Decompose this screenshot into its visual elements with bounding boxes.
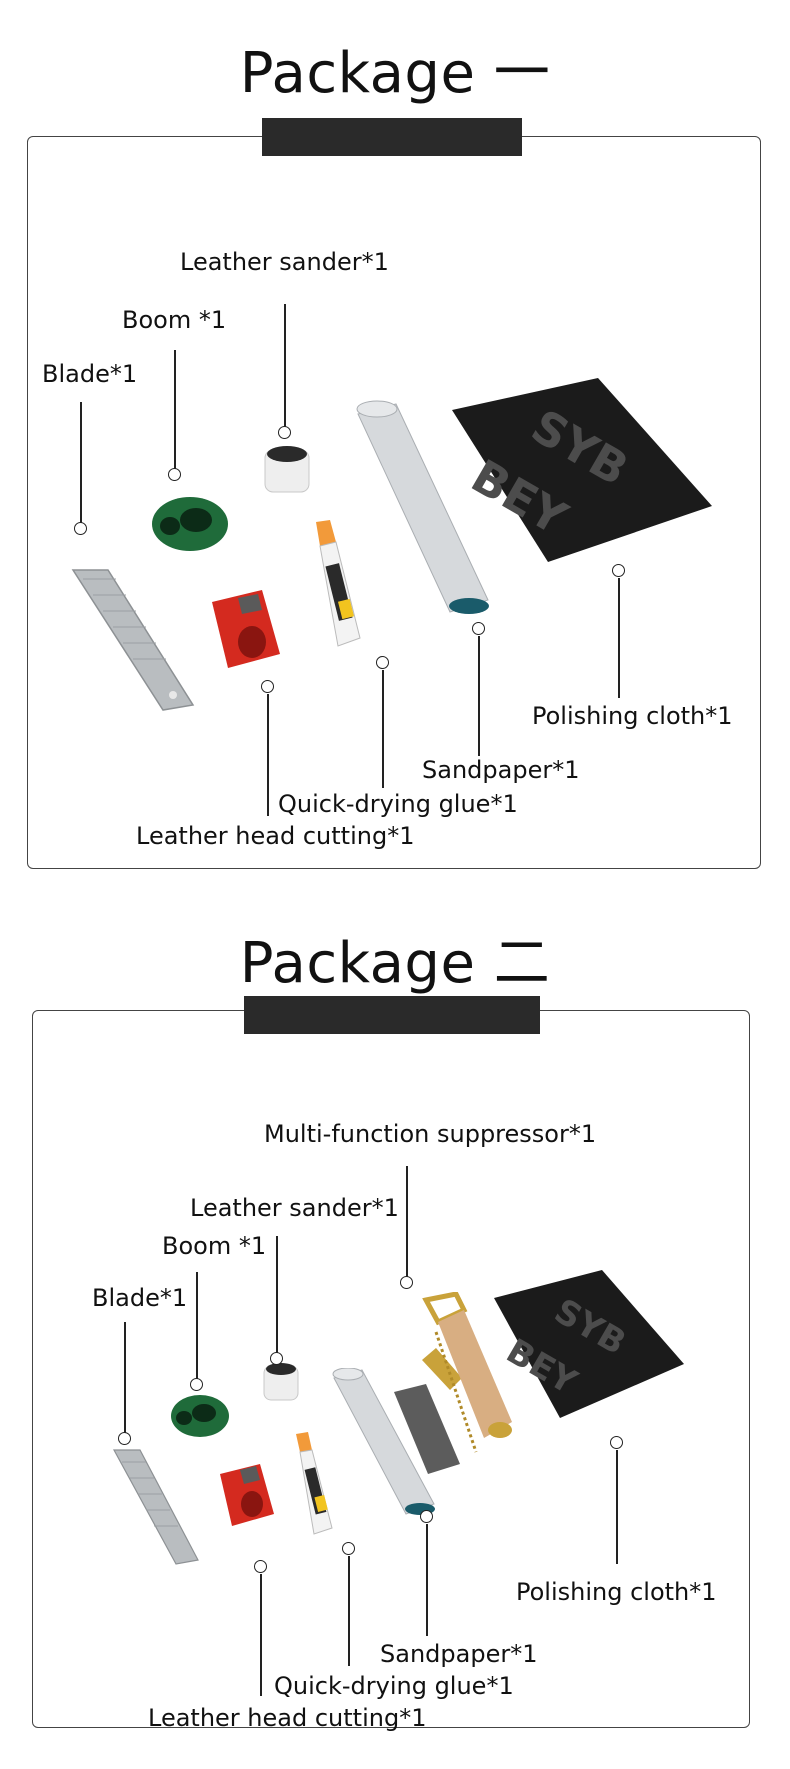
glue-tube-image (308, 520, 398, 650)
polishing-cloth-leader (618, 578, 620, 698)
head-cutting-marker-2 (254, 1560, 267, 1573)
boom-ring-image (148, 490, 232, 554)
sandpaper-label-2: Sandpaper*1 (380, 1640, 538, 1668)
head-cutting-leader-2 (260, 1574, 262, 1696)
head-cutting-marker (261, 680, 274, 693)
blade-image-2 (112, 1448, 200, 1566)
blade-label: Blade*1 (42, 360, 138, 388)
blade-label-2: Blade*1 (92, 1284, 188, 1312)
boom-label-2: Boom *1 (162, 1232, 267, 1260)
head-cutting-label: Leather head cutting*1 (136, 822, 415, 850)
suppressor-image (376, 1292, 526, 1482)
sandpaper-label: Sandpaper*1 (422, 756, 580, 784)
glue-leader-2 (348, 1556, 350, 1666)
leather-sander-image-2 (262, 1358, 300, 1404)
sandpaper-leader (478, 636, 480, 756)
package-1-title: Package 一 (239, 41, 551, 106)
sandpaper-marker (472, 622, 485, 635)
polishing-cloth-label: Polishing cloth*1 (532, 702, 733, 730)
blade-leader-2 (124, 1322, 126, 1434)
blade-image (68, 565, 198, 715)
polishing-cloth-marker (612, 564, 625, 577)
leather-sander-label-2: Leather sander*1 (190, 1194, 399, 1222)
boom-label: Boom *1 (122, 306, 227, 334)
sandpaper-leader-2 (426, 1524, 428, 1636)
leather-sander-marker-2 (270, 1352, 283, 1365)
leather-sander-image (262, 440, 312, 500)
head-cutting-label-2: Leather head cutting*1 (148, 1704, 427, 1732)
suppressor-marker (400, 1276, 413, 1289)
boom-leader (174, 350, 176, 470)
glue-leader (382, 670, 384, 788)
glue-label: Quick-drying glue*1 (278, 790, 518, 818)
package-2-title: Package 二 (239, 931, 551, 996)
package-1-tab-bar (262, 118, 522, 156)
glue-tube-image-2 (290, 1432, 360, 1538)
polishing-cloth-leader-2 (616, 1450, 618, 1564)
boom-ring-image-2 (168, 1390, 232, 1440)
head-cutting-leader (267, 694, 269, 816)
glue-marker-2 (342, 1542, 355, 1555)
boom-marker (168, 468, 181, 481)
suppressor-label: Multi-function suppressor*1 (264, 1120, 597, 1148)
blade-marker-2 (118, 1432, 131, 1445)
leather-sander-label: Leather sander*1 (180, 248, 389, 276)
leather-sander-marker (278, 426, 291, 439)
polishing-cloth-image: SYB BEY (448, 376, 716, 576)
glue-label-2: Quick-drying glue*1 (274, 1672, 514, 1700)
sharpener-image (210, 588, 282, 674)
polishing-cloth-image-2: SYB BEY (490, 1268, 688, 1424)
sharpener-image-2 (218, 1462, 276, 1530)
package-2-tab-bar (244, 996, 540, 1034)
leather-sander-leader-2 (276, 1236, 278, 1354)
polishing-cloth-label-2: Polishing cloth*1 (516, 1578, 717, 1606)
sandpaper-roll-image (352, 400, 502, 620)
boom-leader-2 (196, 1272, 198, 1380)
polishing-cloth-marker-2 (610, 1436, 623, 1449)
leather-sander-leader (284, 304, 286, 432)
suppressor-leader (406, 1166, 408, 1278)
blade-marker (74, 522, 87, 535)
sandpaper-marker-2 (420, 1510, 433, 1523)
boom-marker-2 (190, 1378, 203, 1391)
glue-marker (376, 656, 389, 669)
blade-leader (80, 402, 82, 524)
